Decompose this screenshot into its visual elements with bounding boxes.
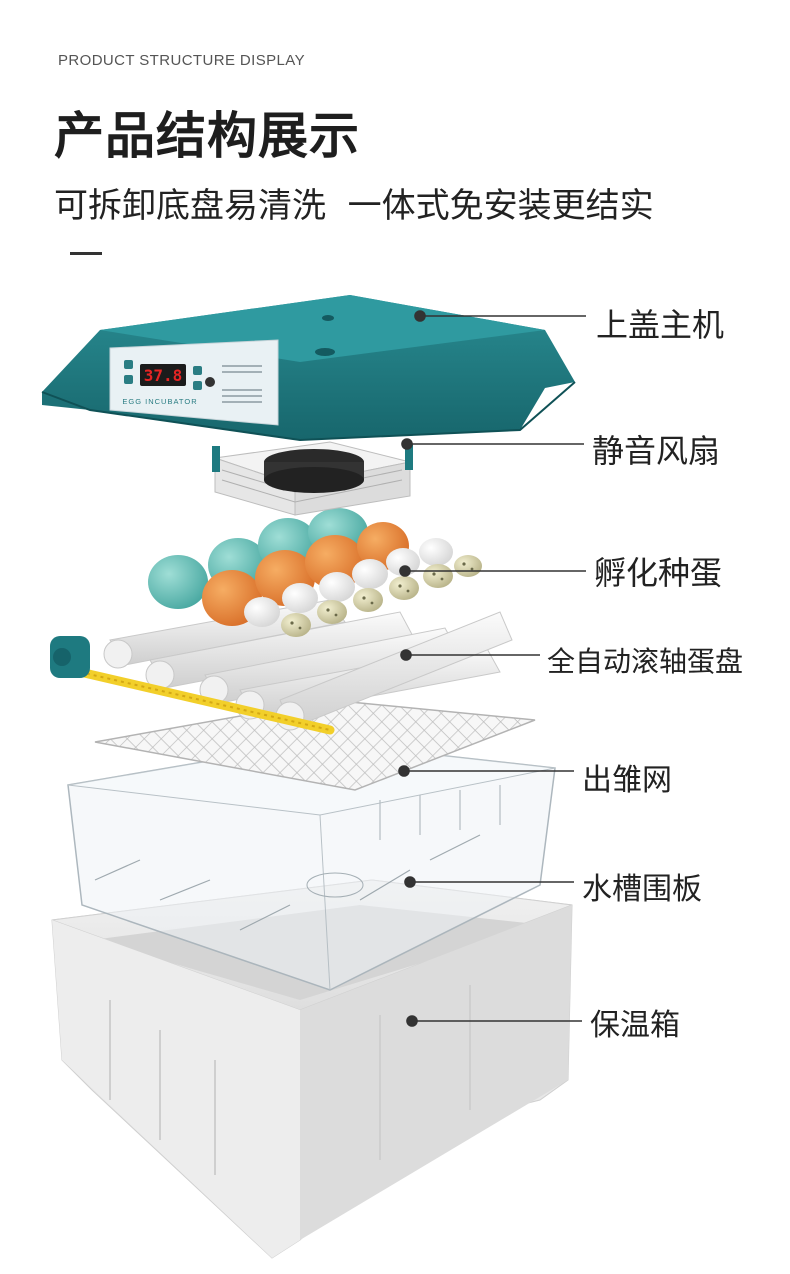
motor-unit xyxy=(50,636,90,678)
fan-unit xyxy=(212,441,413,516)
panel-button[interactable] xyxy=(193,366,202,375)
callout-label-fan: 静音风扇 xyxy=(592,432,721,470)
callout-label-hatching-net: 出雏网 xyxy=(582,763,672,798)
control-panel: 37.8 EGG INCUBATOR xyxy=(109,339,279,426)
callout-leaders xyxy=(398,310,586,1027)
eyebrow-text: PRODUCT STRUCTURE DISPLAY xyxy=(58,52,305,69)
power-socket-icon xyxy=(205,377,215,387)
title-divider xyxy=(70,252,102,255)
lid-main-unit: 37.8 EGG INCUBATOR xyxy=(41,295,576,442)
panel-button[interactable] xyxy=(193,381,202,390)
eggs-cluster xyxy=(148,508,482,637)
rollers xyxy=(103,599,513,731)
panel-button[interactable] xyxy=(124,360,133,369)
callout-label-lid: 上盖主机 xyxy=(596,306,725,344)
callout-label-water-tray: 水槽围板 xyxy=(582,872,702,907)
callout-label-roller-tray: 全自动滚轴蛋盘 xyxy=(547,645,744,678)
temperature-display: 37.8 xyxy=(144,366,183,385)
brand-text: EGG INCUBATOR xyxy=(122,397,197,406)
page-title: 产品结构展示 xyxy=(54,107,360,165)
roller-egg-tray xyxy=(50,599,513,735)
page-subtitle: 可拆卸底盘易清洗 一体式免安装更结实 xyxy=(54,186,654,226)
callout-label-eggs: 孵化种蛋 xyxy=(594,554,723,592)
panel-button[interactable] xyxy=(124,375,133,384)
callout-label-insulation-box: 保温箱 xyxy=(590,1008,680,1043)
